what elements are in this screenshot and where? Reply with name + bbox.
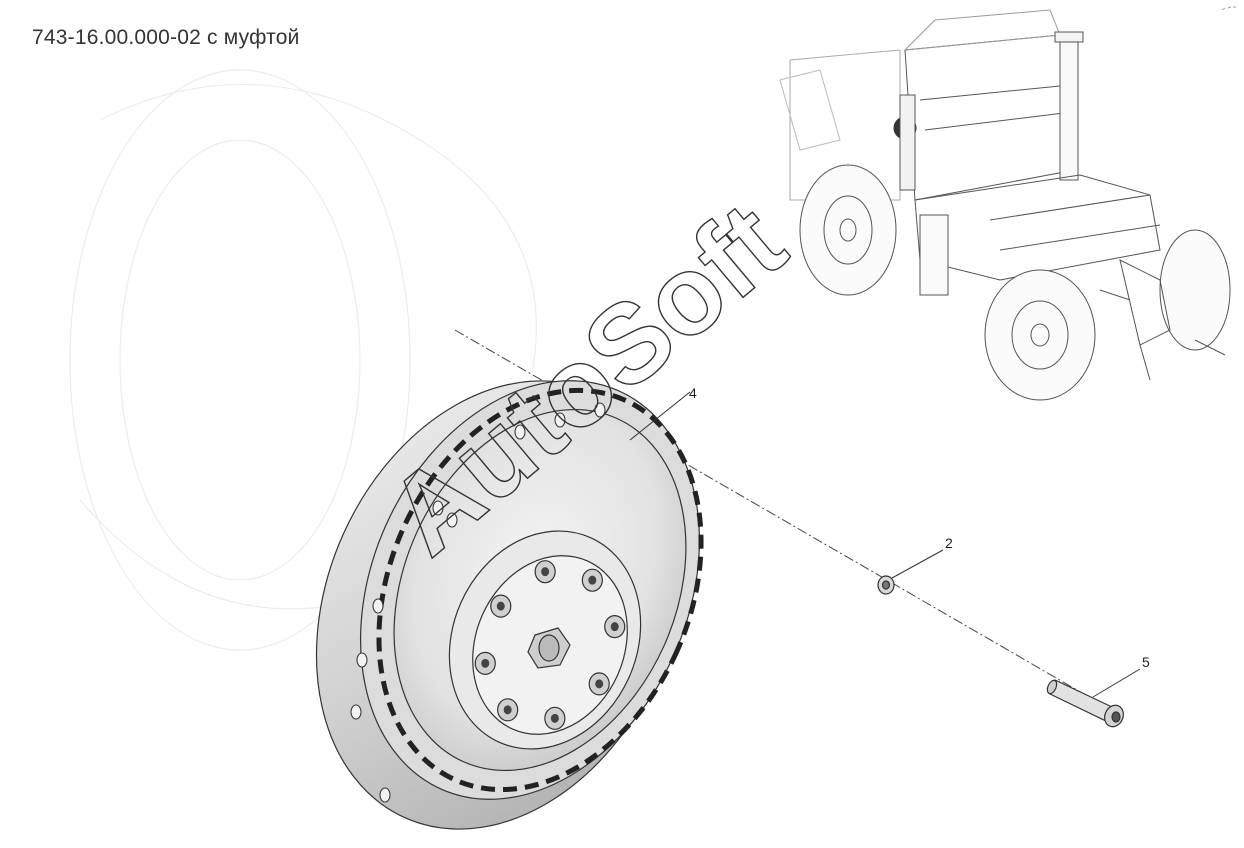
flywheel-bolt-socket bbox=[541, 567, 550, 577]
rim-pin bbox=[372, 598, 384, 614]
corner-mark bbox=[1221, 6, 1236, 11]
bolt-part-5 bbox=[1046, 679, 1124, 728]
flywheel-bolt-socket bbox=[550, 713, 559, 723]
washer-part-2 bbox=[877, 575, 895, 595]
rim-pin bbox=[432, 500, 444, 516]
rim-pin bbox=[514, 424, 526, 440]
callout-4: 4 bbox=[629, 385, 697, 441]
rim-pin bbox=[356, 652, 368, 668]
flywheel-bolt-socket bbox=[481, 658, 490, 668]
flywheel-bolt-socket bbox=[595, 679, 604, 689]
rim-pin bbox=[594, 402, 606, 418]
page-title: 743-16.00.000-02 с муфтой bbox=[32, 26, 300, 49]
callout-4-label: 4 bbox=[689, 385, 697, 401]
rim-pin bbox=[350, 704, 362, 720]
rim-pins bbox=[350, 402, 606, 803]
callout-2: 2 bbox=[891, 535, 953, 579]
rim-pin bbox=[379, 787, 391, 803]
flywheel-bolt-socket bbox=[588, 575, 597, 585]
flywheel-bolt-circle bbox=[474, 560, 626, 730]
flywheel-bolt-socket bbox=[503, 705, 512, 715]
callout-2-label: 2 bbox=[945, 535, 953, 551]
callout-5-label: 5 bbox=[1142, 654, 1150, 670]
ghost-background-sketch bbox=[69, 69, 537, 651]
rim-pin bbox=[554, 412, 566, 428]
tractor-thumbnail bbox=[779, 9, 1231, 401]
flywheel-bolt-socket bbox=[496, 601, 505, 611]
flywheel-bolt-socket bbox=[610, 622, 619, 632]
callout-5: 5 bbox=[1092, 654, 1150, 698]
rim-pin bbox=[446, 512, 458, 528]
